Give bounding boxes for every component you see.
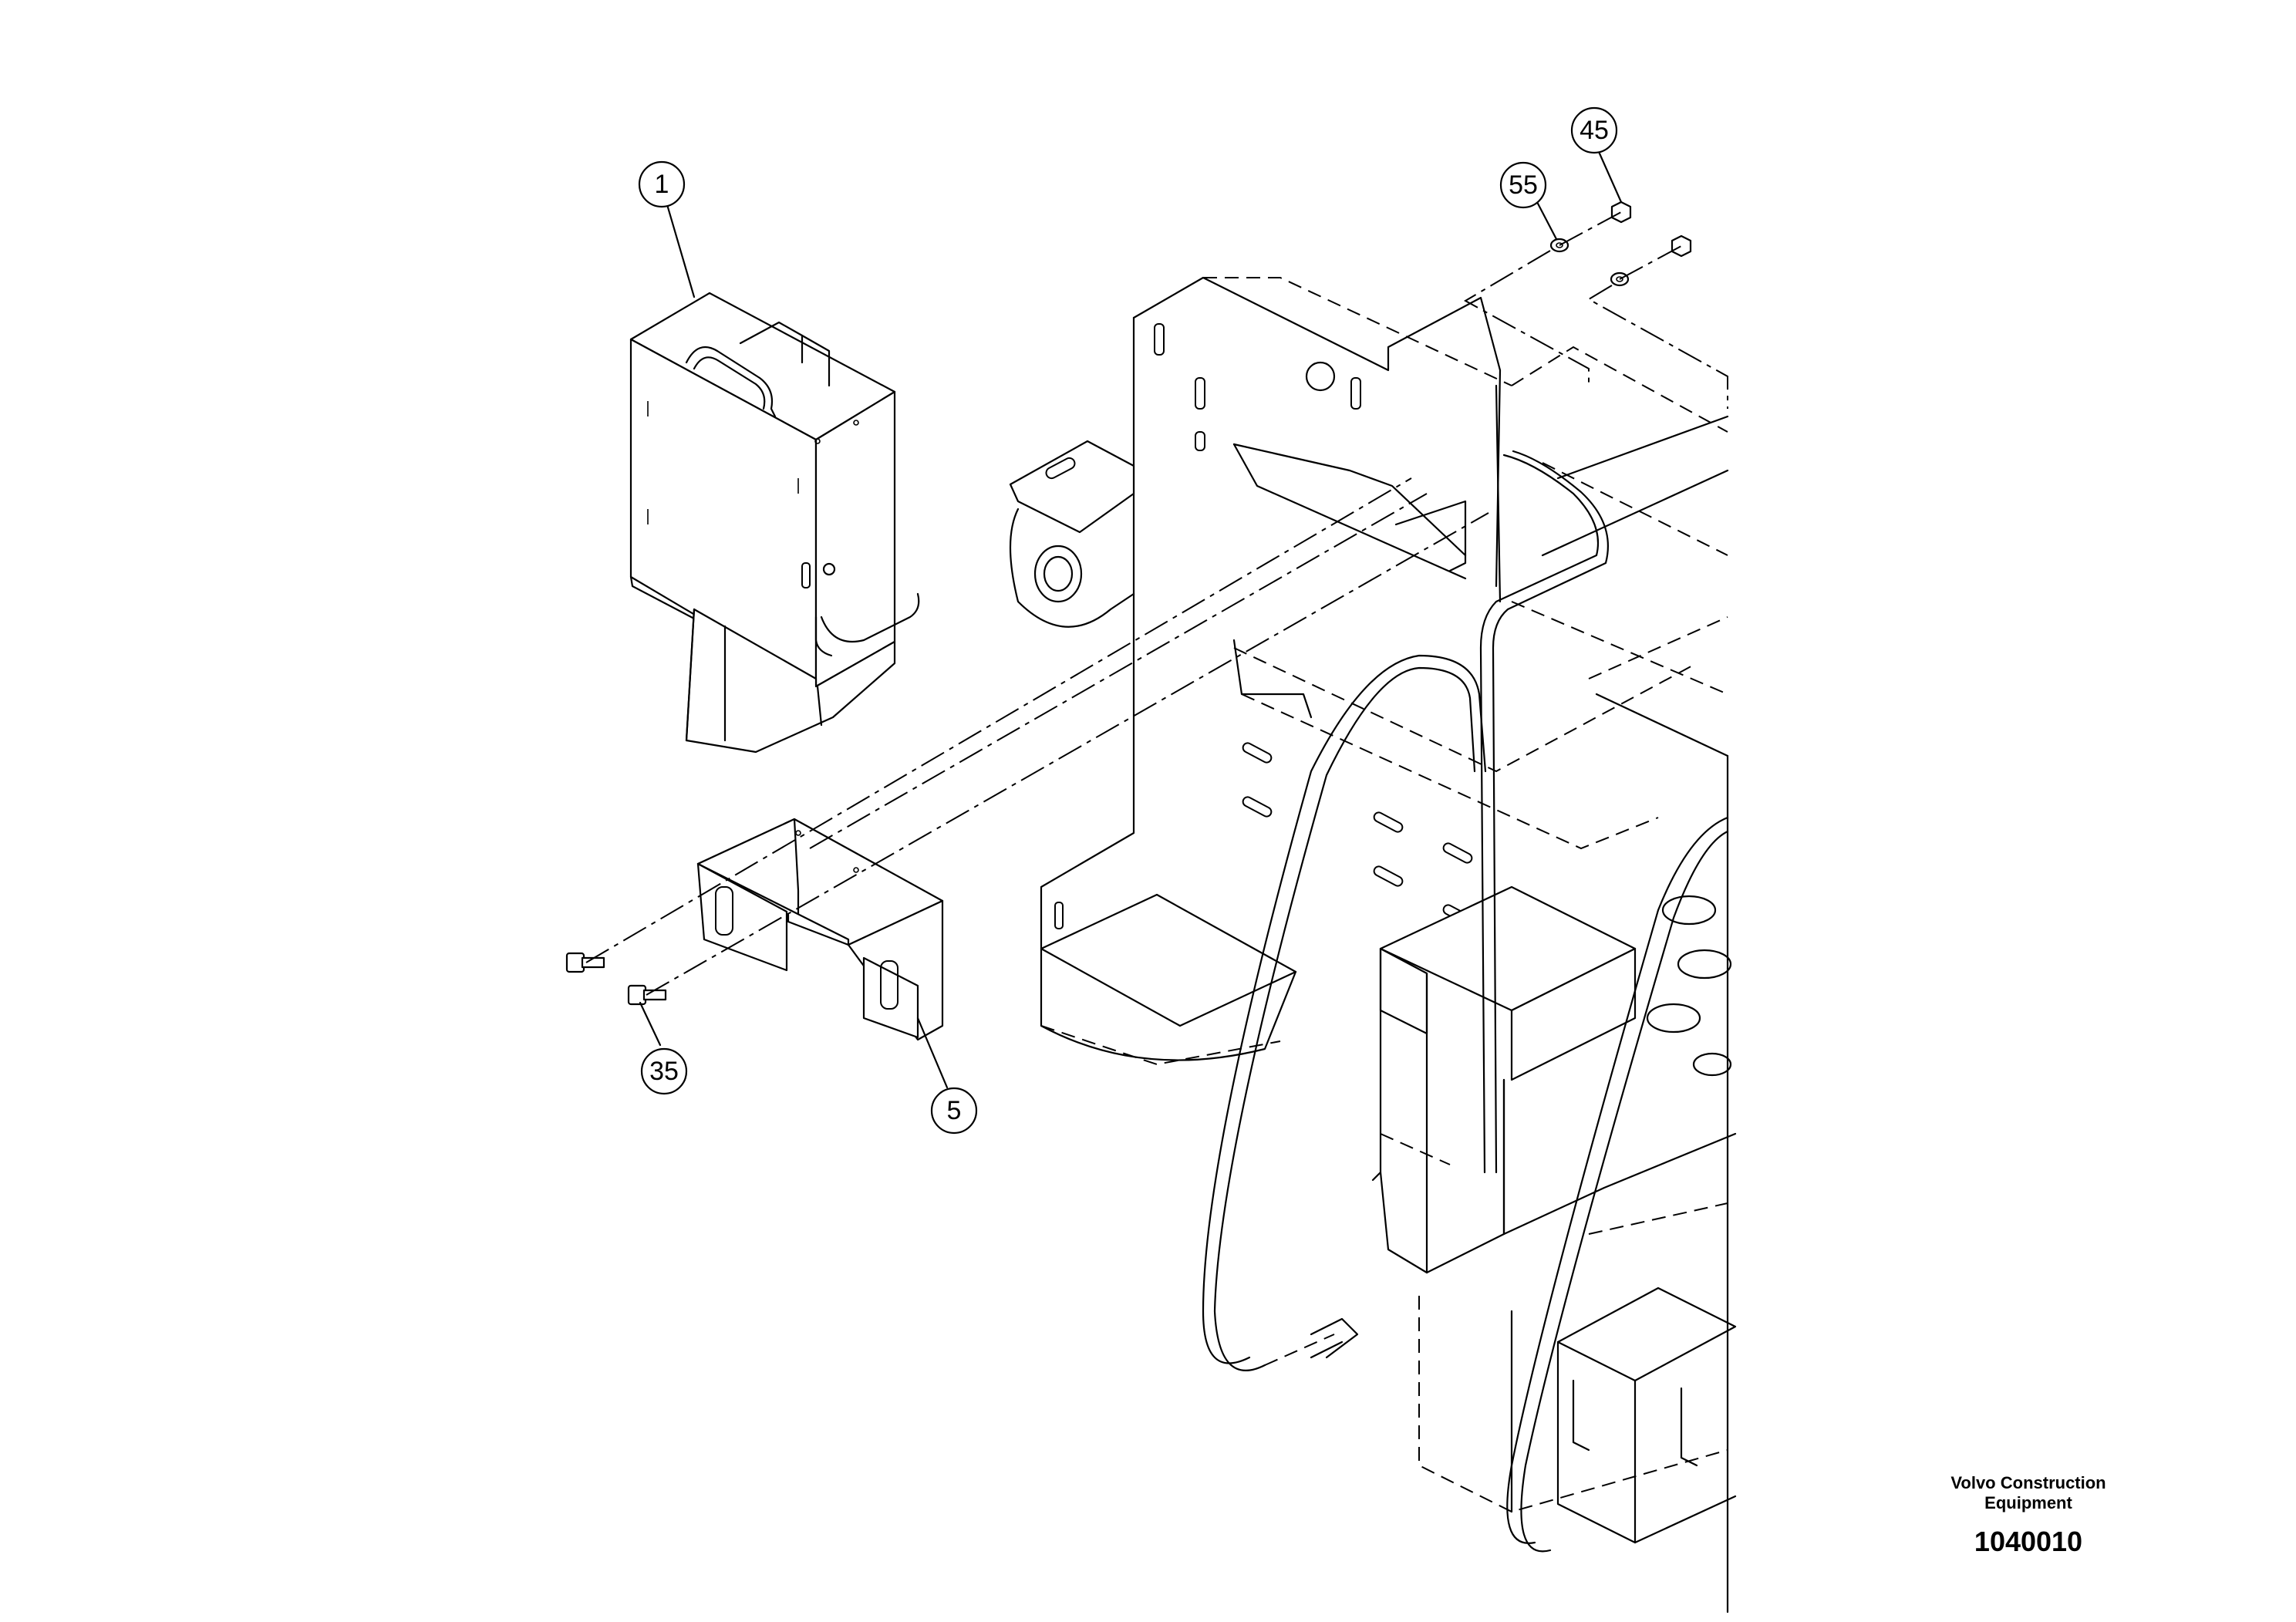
machine-frame <box>1009 276 1737 1614</box>
callout-1: 1 <box>638 160 686 208</box>
callout-5: 5 <box>930 1087 978 1135</box>
assembly-lines <box>585 211 1728 996</box>
company-name-line2: Equipment <box>1984 1493 2072 1512</box>
svg-text:35: 35 <box>649 1057 679 1086</box>
svg-text:45: 45 <box>1580 116 1609 145</box>
leader-lines <box>639 145 1623 1089</box>
nut-45-b <box>1671 234 1692 258</box>
svg-text:5: 5 <box>947 1096 962 1125</box>
company-name-line1: Volvo Construction <box>1950 1473 2106 1492</box>
callout-45: 45 <box>1570 106 1618 154</box>
part-5-bracket <box>696 818 944 1041</box>
bolt-35-lower <box>627 984 667 1006</box>
svg-text:1: 1 <box>655 170 669 199</box>
callout-35: 35 <box>640 1047 688 1095</box>
svg-text:55: 55 <box>1509 170 1538 200</box>
handrails <box>1202 450 1729 1553</box>
bolt-35-upper <box>565 952 605 973</box>
drawing-number: 1040010 <box>1974 1526 2083 1557</box>
callout-55: 55 <box>1499 161 1547 209</box>
part-1-housing <box>629 292 920 754</box>
drawing-footer: Volvo Construction Equipment 1040010 <box>1905 1473 2152 1558</box>
nut-45-a <box>1610 201 1632 224</box>
